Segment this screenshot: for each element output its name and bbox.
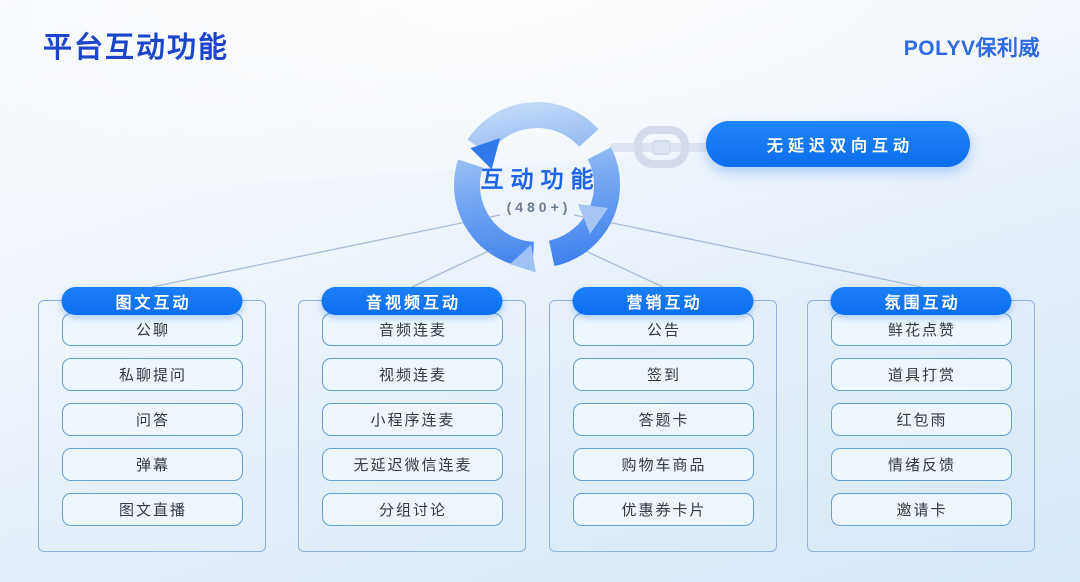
feature-item: 分组讨论: [321, 493, 503, 526]
category-group-text-image: 图文互动 公聊 私聊提问 问答 弹幕 图文直播: [38, 287, 266, 552]
feature-item: 公聊: [61, 313, 243, 346]
category-header: 图文互动: [61, 287, 243, 315]
feature-item: 道具打赏: [830, 358, 1012, 391]
hub-title: 互动功能: [480, 166, 601, 192]
feature-item: 小程序连麦: [321, 403, 503, 436]
category-group-atmosphere: 氛围互动 鲜花点赞 道具打赏 红包雨 情绪反馈 邀请卡: [807, 287, 1035, 552]
feature-item: 无延迟微信连麦: [321, 448, 503, 481]
category-header: 营销互动: [572, 287, 754, 315]
feature-item: 图文直播: [61, 493, 243, 526]
hub-label-group: 互动功能 (480+): [437, 160, 637, 215]
page-title: 平台互动功能: [43, 32, 230, 64]
category-header: 氛围互动: [830, 287, 1012, 315]
no-delay-badge: 无延迟双向互动: [706, 121, 970, 167]
feature-item: 签到: [572, 358, 754, 391]
feature-item: 答题卡: [572, 403, 754, 436]
feature-item: 购物车商品: [572, 448, 754, 481]
hub-count: (480+): [506, 199, 572, 215]
feature-item: 视频连麦: [321, 358, 503, 391]
feature-item: 问答: [61, 403, 243, 436]
feature-item: 私聊提问: [61, 358, 243, 391]
feature-item: 优惠券卡片: [572, 493, 754, 526]
feature-item: 音频连麦: [321, 313, 503, 346]
category-group-marketing: 营销互动 公告 签到 答题卡 购物车商品 优惠券卡片: [549, 287, 777, 552]
feature-item: 情绪反馈: [830, 448, 1012, 481]
cycle-arrows-icon: [454, 101, 620, 273]
category-group-audio-video: 音视频互动 音频连麦 视频连麦 小程序连麦 无延迟微信连麦 分组讨论: [298, 287, 526, 552]
feature-item: 公告: [572, 313, 754, 346]
feature-item: 鲜花点赞: [830, 313, 1012, 346]
polyv-logo: POLYV保利威: [903, 37, 1040, 60]
feature-item: 弹幕: [61, 448, 243, 481]
feature-item: 红包雨: [830, 403, 1012, 436]
category-header: 音视频互动: [321, 287, 503, 315]
feature-item: 邀请卡: [830, 493, 1012, 526]
